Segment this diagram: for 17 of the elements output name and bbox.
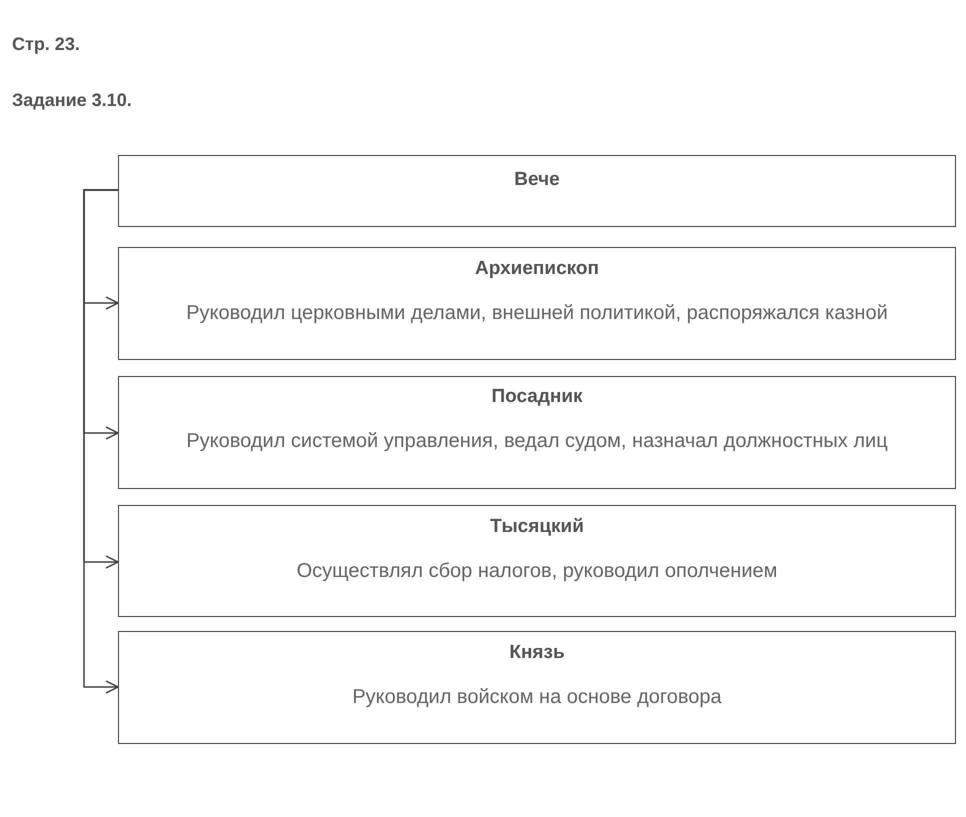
role-box (118, 376, 956, 489)
role-description: Руководил церковными делами, внешней политикой, распоряжался казной (186, 302, 888, 325)
role-title: Посадник (491, 386, 583, 408)
page-number: Стр. 23. (12, 34, 80, 55)
role-title: Архиепископ (475, 258, 599, 280)
role-title: Тысяцкий (490, 516, 584, 538)
role-description: Руководил войском на основе договора (352, 686, 722, 709)
role-description: Руководил системой управления, ведал судом, назначал должностных лиц (186, 430, 888, 453)
role-box (118, 631, 956, 744)
role-box (118, 155, 956, 227)
task-title: Задание 3.10. (12, 90, 132, 111)
role-title: Вече (514, 169, 560, 191)
role-box (118, 247, 956, 360)
arrow (83, 189, 119, 694)
role-box (118, 505, 956, 617)
role-description: Осуществлял сбор налогов, руководил ополчением (296, 560, 778, 583)
role-title: Князь (509, 642, 565, 664)
